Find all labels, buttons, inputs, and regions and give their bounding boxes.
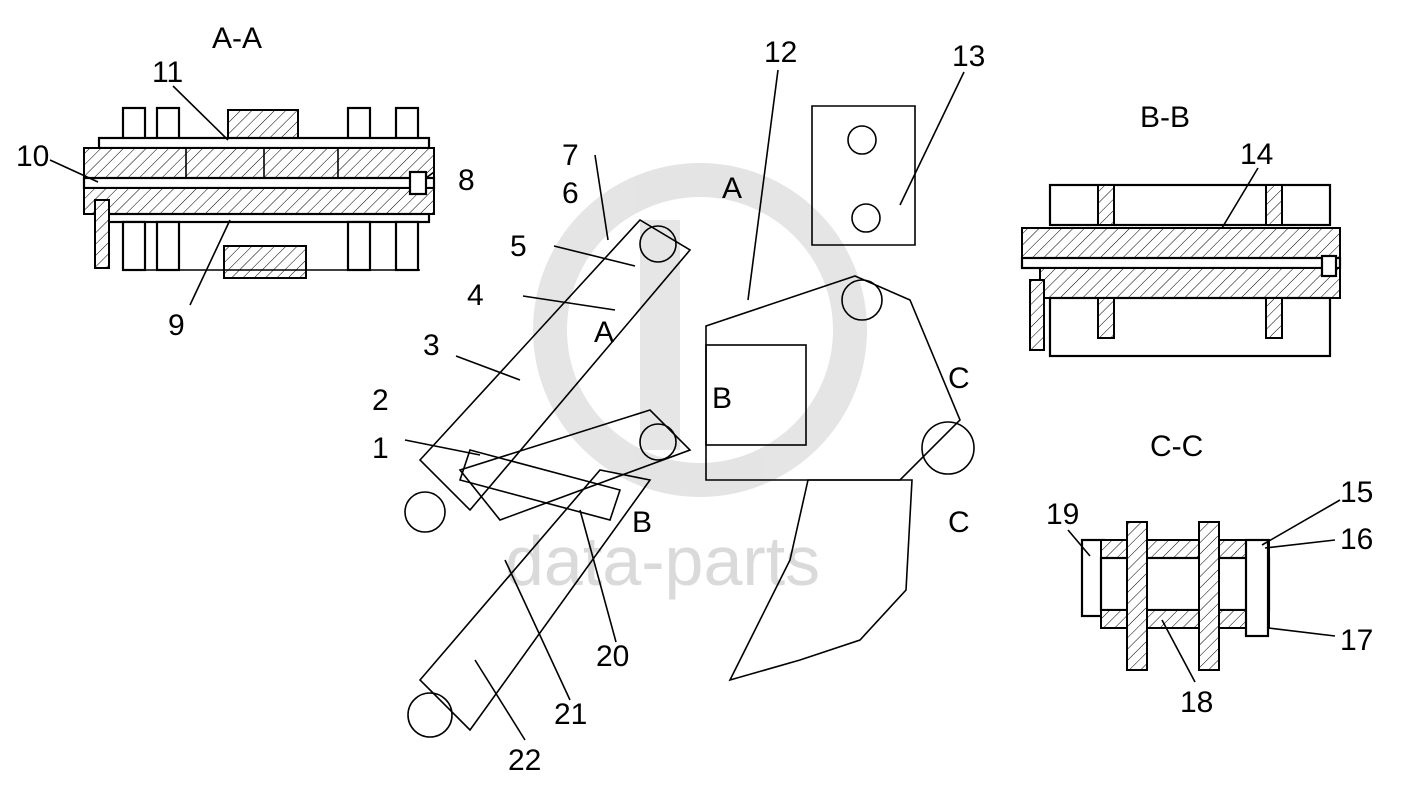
section-cc-title: C-C [1150,430,1203,463]
callout-1: 1 [372,432,389,465]
cut-mark-b-upper: B [712,382,732,415]
callout-11: 11 [152,56,183,89]
section-bb-title: B-B [1140,101,1190,134]
section-aa-view [82,106,436,279]
callout-19: 19 [1046,498,1079,531]
callout-21: 21 [554,698,587,731]
callout-12: 12 [764,36,797,69]
callout-4: 4 [467,279,484,312]
callout-9: 9 [168,309,185,342]
section-bb-view [1020,183,1342,358]
callout-22: 22 [508,744,541,777]
callout-3: 3 [423,329,440,362]
cut-mark-c-lower: C [948,506,970,539]
callout-5: 5 [510,230,527,263]
callout-10: 10 [16,140,49,173]
callout-7: 7 [562,139,579,172]
callout-17: 17 [1340,624,1373,657]
ripper-linkage [404,105,975,738]
callout-14: 14 [1240,138,1273,171]
callout-18: 18 [1180,686,1213,719]
cut-mark-b-lower: B [632,506,652,539]
callout-2: 2 [372,384,389,417]
callout-20: 20 [596,640,629,673]
callout-8: 8 [458,164,475,197]
callout-16: 16 [1340,523,1373,556]
watermark-text: data-parts [505,522,820,600]
cut-mark-c-upper: C [948,362,970,395]
callout-13: 13 [952,40,985,73]
cut-mark-a-upper: A [722,172,742,205]
leader-lines [49,69,1341,741]
section-cc-view [1080,521,1271,671]
callout-6: 6 [562,177,579,210]
section-aa-title: A-A [212,22,262,55]
callout-15: 15 [1340,476,1373,509]
cut-mark-a-lower: A [594,316,614,349]
